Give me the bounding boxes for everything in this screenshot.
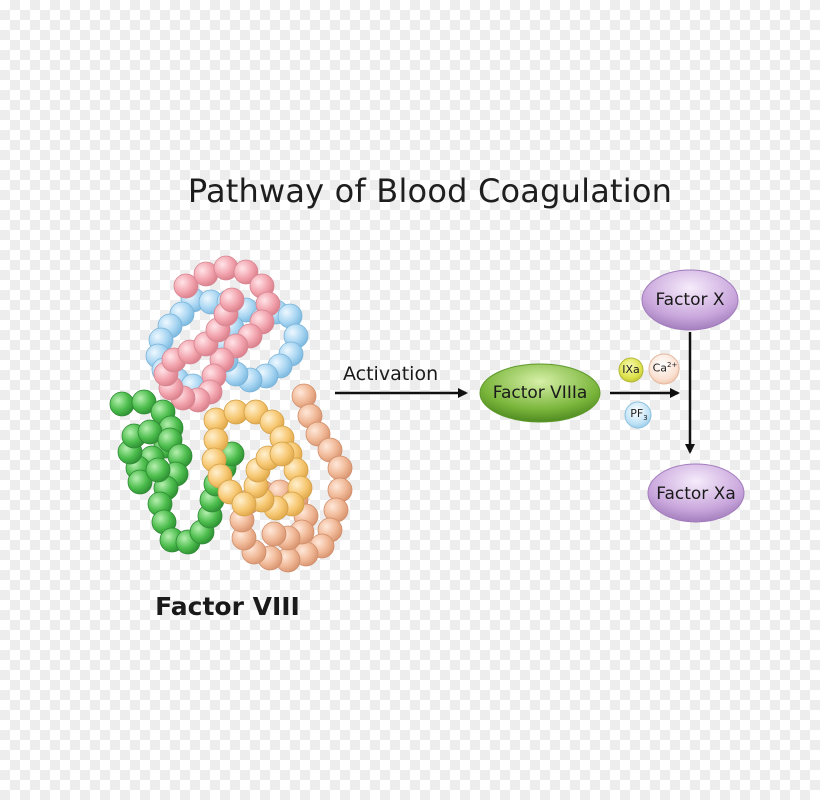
factor-viii-yellow-domain	[201, 399, 313, 521]
bead	[269, 441, 295, 467]
bead	[261, 521, 287, 547]
bead	[327, 455, 353, 481]
activation-label: Activation	[343, 363, 439, 385]
factor-viii-pink-domain	[153, 255, 281, 413]
factor-xa-node	[647, 463, 745, 523]
ixa-cofactor	[618, 357, 644, 383]
factor-viii-label: Factor VIII	[155, 592, 300, 621]
factor-viiia-node	[479, 363, 601, 423]
pf3-cofactor	[624, 401, 652, 429]
calcium-charge: 2+	[667, 361, 678, 369]
page-title: Pathway of Blood Coagulation	[187, 172, 673, 210]
factor-xa-label: Factor Xa	[656, 484, 736, 504]
ixa-label: IXa	[622, 363, 640, 376]
calcium-cofactor	[648, 353, 680, 385]
bead	[233, 259, 259, 285]
calcium-base: Ca	[652, 361, 668, 375]
pf3-label: PF3	[625, 407, 653, 422]
factor-x-label: Factor X	[655, 290, 725, 310]
bead	[231, 491, 257, 517]
factor-x-node	[641, 269, 739, 331]
calcium-label: Ca2+	[650, 361, 680, 375]
pf-subscript: 3	[643, 414, 648, 423]
pf-base: PF	[630, 407, 644, 420]
bead	[173, 273, 199, 299]
bead	[109, 391, 135, 417]
factor-viiia-label: Factor VIIIa	[492, 383, 588, 403]
bead	[219, 287, 245, 313]
bead	[127, 469, 153, 495]
bead	[145, 457, 171, 483]
